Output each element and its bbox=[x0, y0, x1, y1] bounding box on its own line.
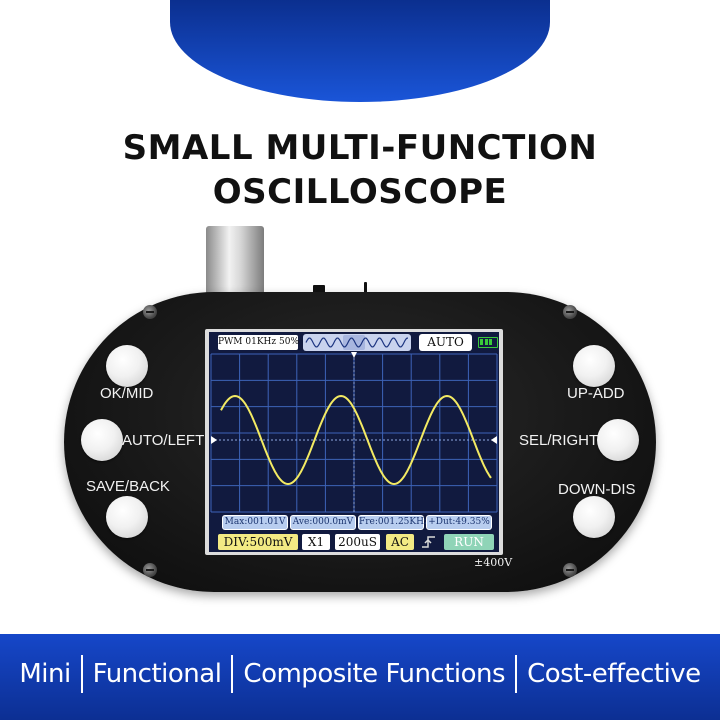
run-state-badge[interactable]: RUN bbox=[444, 534, 494, 550]
top-banner bbox=[170, 0, 550, 102]
headline-line-1: SMALL MULTI-FUNCTION bbox=[122, 128, 598, 168]
pwm-status: PWM 01KHz 50% bbox=[218, 335, 299, 350]
feature-item: Composite Functions bbox=[243, 659, 506, 689]
duty-cycle-readout: +Dut:49.35% bbox=[426, 515, 492, 530]
rising-edge-icon[interactable] bbox=[419, 534, 439, 550]
waveform-preview bbox=[303, 334, 411, 351]
headline: SMALL MULTI-FUNCTION OSCILLOSCOPE bbox=[0, 126, 720, 214]
switch-nub bbox=[364, 282, 367, 293]
coupling-setting[interactable]: AC bbox=[386, 534, 414, 550]
probe-multiplier-setting[interactable]: X1 bbox=[302, 534, 330, 550]
frequency-readout: Fre:001.25KHz bbox=[358, 515, 429, 530]
up-add-button[interactable] bbox=[573, 345, 615, 387]
battery-full-icon bbox=[478, 337, 498, 348]
average-voltage-readout: Ave:000.0mV bbox=[290, 515, 356, 530]
auto-left-button[interactable] bbox=[81, 419, 123, 461]
preview-wave bbox=[305, 337, 408, 348]
ok-mid-button[interactable] bbox=[106, 345, 148, 387]
bottom-banner bbox=[0, 634, 720, 720]
down-dis-button[interactable] bbox=[573, 496, 615, 538]
up-add-label: UP-ADD bbox=[567, 385, 625, 402]
max-voltage-readout: Max:001.01V bbox=[222, 515, 288, 530]
trigger-level-marker-right bbox=[491, 436, 497, 444]
feature-separator bbox=[80, 655, 83, 693]
trigger-marker-top bbox=[351, 352, 357, 358]
feature-item: Mini bbox=[19, 659, 71, 689]
switch-nub bbox=[313, 285, 325, 293]
sel-right-button[interactable] bbox=[597, 419, 639, 461]
grid-lines bbox=[210, 353, 498, 513]
bnc-probe-connector bbox=[206, 226, 264, 302]
screw-icon bbox=[143, 305, 157, 319]
screw-icon bbox=[143, 563, 157, 577]
ok-mid-label: OK/MID bbox=[100, 385, 154, 402]
channel-marker-left bbox=[211, 436, 217, 444]
timebase-setting[interactable]: 200uS bbox=[335, 534, 380, 550]
feature-list: Mini Functional Composite Functions Cost-ef… bbox=[0, 652, 720, 696]
sel-right-label: SEL/RIGHT bbox=[519, 432, 599, 449]
voltage-rating: ±400V bbox=[474, 556, 513, 569]
volts-per-div-setting[interactable]: DIV:500mV bbox=[218, 534, 298, 550]
headline-line-2: OSCILLOSCOPE bbox=[212, 172, 508, 212]
feature-separator bbox=[231, 655, 234, 693]
scope-graticule bbox=[210, 352, 498, 513]
down-dis-label: DOWN-DIS bbox=[558, 481, 636, 498]
screw-icon bbox=[563, 305, 577, 319]
save-back-button[interactable] bbox=[106, 496, 148, 538]
feature-item: Cost-effective bbox=[527, 659, 701, 689]
save-back-label: SAVE/BACK bbox=[86, 478, 170, 495]
feature-item: Functional bbox=[92, 659, 222, 689]
signal-trace bbox=[220, 394, 492, 486]
auto-left-label: AUTO/LEFT bbox=[122, 432, 205, 449]
screw-icon bbox=[563, 563, 577, 577]
trigger-mode-badge[interactable]: AUTO bbox=[419, 334, 472, 351]
feature-separator bbox=[515, 655, 518, 693]
